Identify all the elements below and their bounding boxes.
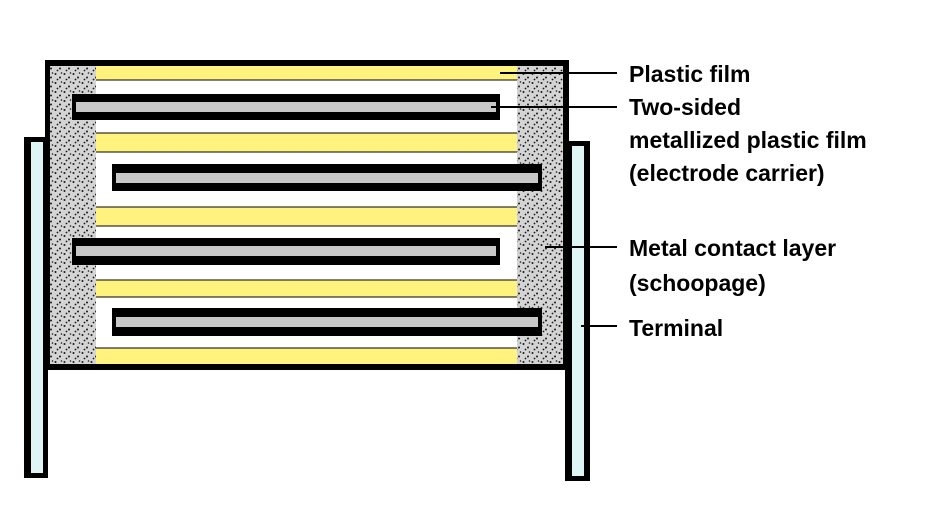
label-plastic-film: Plastic film	[629, 61, 751, 87]
plastic-film-layer	[96, 133, 517, 152]
right-terminal-core	[572, 146, 584, 476]
metallized-film-electrode-core	[76, 102, 496, 112]
label-two-sided-line3: (electrode carrier)	[629, 160, 825, 186]
label-two-sided-line2: metallized plastic film	[629, 127, 867, 153]
plastic-film-layer	[96, 207, 517, 226]
label-terminal: Terminal	[629, 315, 724, 341]
label-two-sided-line1: Two-sided	[629, 94, 742, 120]
label-metal-contact-line2: (schoopage)	[629, 270, 766, 296]
metallized-film-electrode-core	[116, 317, 538, 327]
left-terminal-core	[31, 142, 43, 473]
plastic-film-layer	[96, 280, 517, 297]
label-metal-contact-line1: Metal contact layer	[629, 235, 837, 261]
metallized-film-electrode-core	[116, 173, 538, 183]
metallized-film-electrode-core	[76, 246, 496, 256]
plastic-film-layer	[96, 348, 517, 364]
plastic-film-layer	[96, 66, 517, 80]
